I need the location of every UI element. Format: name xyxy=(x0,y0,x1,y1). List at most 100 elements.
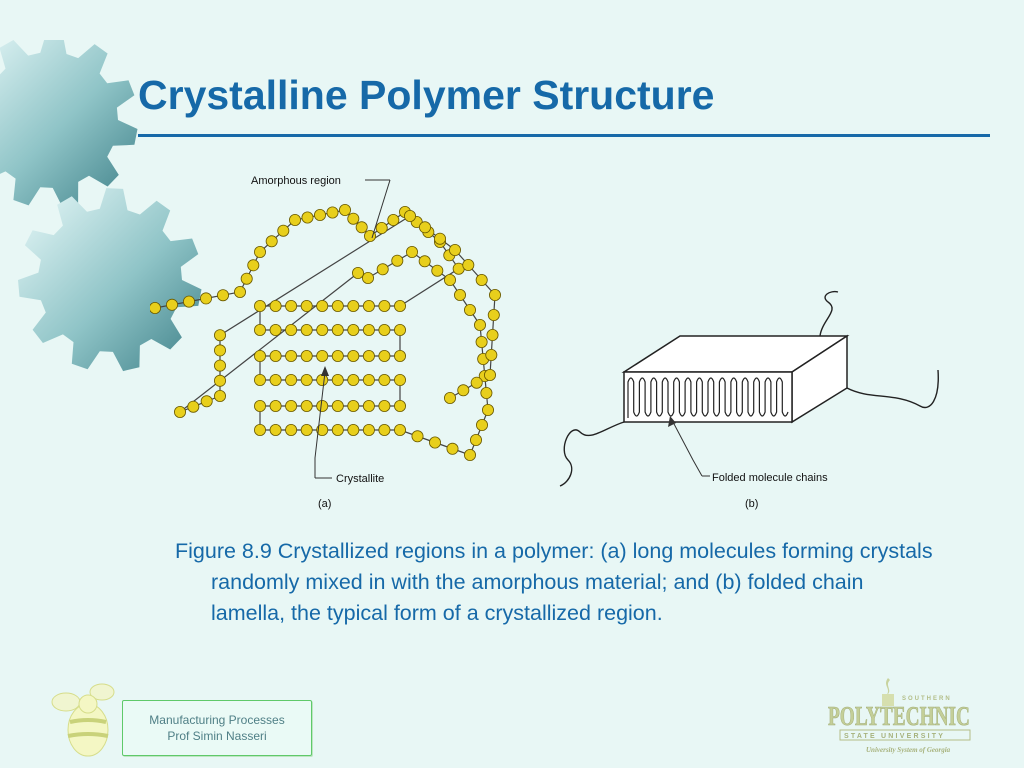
monomer-bead xyxy=(453,288,466,301)
monomer-bead xyxy=(214,389,227,402)
monomer-bead xyxy=(433,232,446,245)
monomer-bead xyxy=(446,442,459,455)
monomer-bead xyxy=(393,349,406,362)
gear-icon xyxy=(0,40,138,208)
monomer-bead xyxy=(254,349,267,362)
monomer-bead xyxy=(347,399,360,412)
monomer-bead xyxy=(469,433,482,446)
monomer-bead xyxy=(331,349,344,362)
monomer-bead xyxy=(331,399,344,412)
gear-icon xyxy=(18,188,202,372)
monomer-bead xyxy=(285,349,298,362)
monomer-bead xyxy=(362,299,375,312)
monomer-bead xyxy=(269,373,282,386)
monomer-bead xyxy=(214,359,227,372)
monomer-bead xyxy=(301,211,314,224)
university-logo: SOUTHERN POLYTECHNIC STATE UNIVERSITY Un… xyxy=(828,678,971,754)
monomer-bead xyxy=(393,299,406,312)
monomer-bead xyxy=(331,423,344,436)
monomer-bead xyxy=(347,423,360,436)
monomer-bead xyxy=(481,403,494,416)
monomer-bead xyxy=(187,400,200,413)
course-name: Manufacturing Processes xyxy=(149,713,285,727)
monomer-bead xyxy=(405,246,418,259)
monomer-bead xyxy=(347,299,360,312)
monomer-bead xyxy=(488,288,501,301)
monomer-bead xyxy=(217,289,230,302)
monomer-bead xyxy=(254,423,267,436)
monomer-bead xyxy=(254,246,267,259)
monomer-bead xyxy=(288,214,301,227)
polymer-figure: Amorphous region Crystallite (a) Folded … xyxy=(150,175,939,510)
monomer-bead xyxy=(316,373,329,386)
monomer-bead xyxy=(378,349,391,362)
slide-title: Crystalline Polymer Structure xyxy=(138,72,715,118)
monomer-bead xyxy=(475,418,488,431)
amorphous-label: Amorphous region xyxy=(251,175,341,187)
monomer-bead xyxy=(361,272,374,285)
monomer-bead xyxy=(463,448,476,461)
monomer-bead xyxy=(254,323,267,336)
monomer-bead xyxy=(387,214,400,227)
monomer-bead xyxy=(470,376,483,389)
monomer-bead xyxy=(277,224,290,237)
monomer-bead xyxy=(347,349,360,362)
gear-decoration-icon xyxy=(0,40,202,372)
monomer-bead xyxy=(480,386,493,399)
monomer-bead xyxy=(200,292,213,305)
monomer-bead xyxy=(486,328,499,341)
monomer-bead xyxy=(269,299,282,312)
monomer-bead xyxy=(448,244,461,257)
monomer-bead xyxy=(254,299,267,312)
monomer-bead xyxy=(418,255,431,268)
monomer-bead xyxy=(331,373,344,386)
monomer-bead xyxy=(183,295,196,308)
monomer-bead xyxy=(362,399,375,412)
monomer-bead xyxy=(378,373,391,386)
monomer-bead xyxy=(200,395,213,408)
monomer-bead xyxy=(313,209,326,222)
monomer-bead xyxy=(378,323,391,336)
monomer-bead xyxy=(378,423,391,436)
monomer-bead xyxy=(418,221,431,234)
monomer-bead xyxy=(375,222,388,235)
monomer-bead xyxy=(214,329,227,342)
logo-main-text: POLYTECHNIC xyxy=(828,701,970,731)
polymer-chain-diagram xyxy=(150,204,501,461)
monomer-bead xyxy=(265,235,278,248)
monomer-bead xyxy=(331,323,344,336)
logo-sub-text: STATE UNIVERSITY xyxy=(844,733,945,740)
monomer-bead xyxy=(269,399,282,412)
monomer-bead xyxy=(300,349,313,362)
monomer-bead xyxy=(362,423,375,436)
monomer-bead xyxy=(457,384,470,397)
figure-caption: Figure 8.9 Crystallized regions in a pol… xyxy=(175,536,935,629)
monomer-bead xyxy=(403,210,416,223)
monomer-bead xyxy=(443,391,456,404)
monomer-bead xyxy=(234,286,247,299)
bee-mascot-icon xyxy=(51,683,115,757)
monomer-bead xyxy=(376,263,389,276)
monomer-bead xyxy=(393,423,406,436)
monomer-bead xyxy=(462,259,475,272)
monomer-bead xyxy=(411,430,424,443)
monomer-bead xyxy=(285,373,298,386)
monomer-bead xyxy=(378,399,391,412)
monomer-bead xyxy=(362,349,375,362)
logo-tagline: University System of Georgia xyxy=(866,746,951,754)
monomer-bead xyxy=(431,264,444,277)
monomer-bead xyxy=(285,423,298,436)
monomer-bead xyxy=(247,259,260,272)
monomer-bead xyxy=(475,335,488,348)
monomer-bead xyxy=(254,373,267,386)
footer-course-box: Manufacturing Processes Prof Simin Nasse… xyxy=(122,700,312,756)
monomer-bead xyxy=(428,436,441,449)
monomer-bead xyxy=(300,299,313,312)
monomer-bead xyxy=(214,344,227,357)
monomer-bead xyxy=(363,230,376,243)
monomer-bead xyxy=(240,272,253,285)
monomer-bead xyxy=(214,374,227,387)
lamella-diagram xyxy=(559,290,939,487)
monomer-bead xyxy=(173,405,186,418)
subfigure-a-label: (a) xyxy=(318,498,331,510)
